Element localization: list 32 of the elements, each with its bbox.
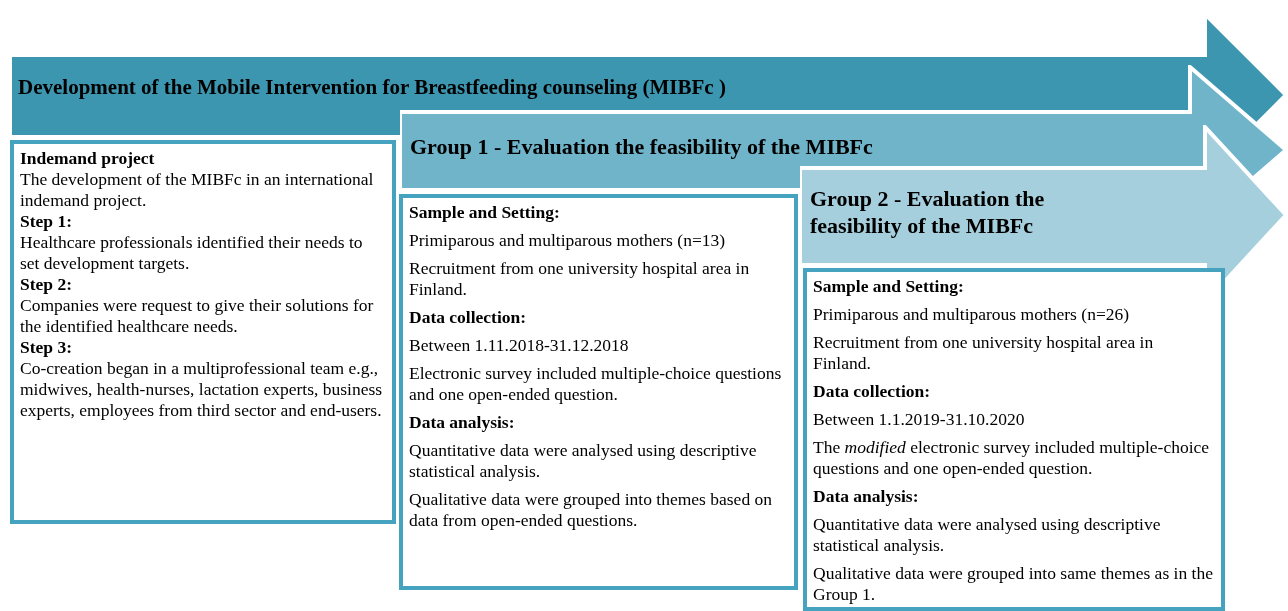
section-heading: Step 1: — [20, 211, 73, 232]
body-text: Electronic survey included multiple-choice questions and one open-ended question. — [409, 363, 783, 405]
section-heading: Data analysis: — [409, 412, 516, 433]
heading-text: Development of the Mobile Intervention for Breastfeeding counseling (MIBFc ) — [18, 74, 726, 101]
body-text: Between 1.1.2019-31.10.2020 — [813, 409, 1026, 430]
section-heading: Step 2: — [20, 274, 73, 295]
section-heading: Sample and Setting: — [409, 202, 561, 223]
body-text: The modified electronic survey included multiple-choice questions and one open-ended question. — [813, 437, 1211, 479]
body-text: Recruitment from one university hospital area in Finland. — [409, 258, 751, 300]
heading-text: Group 2 - Evaluation the feasibility of the MIBFc — [810, 185, 1046, 239]
body-text: Recruitment from one university hospital area in Finland. — [813, 332, 1155, 374]
body-text: The development of the MIBFc in an international indemand project. — [20, 169, 375, 211]
body-text: Primiparous and multiparous mothers (n=13) — [409, 230, 727, 251]
body-text: Between 1.11.2018-31.12.2018 — [409, 335, 630, 356]
text-panel — [10, 140, 396, 524]
body-text: Quantitative data were analysed using descriptive statistical analysis. — [409, 440, 758, 482]
body-text: Primiparous and multiparous mothers (n=26) — [813, 304, 1131, 325]
body-text: Qualitative data were grouped into themes based on data from open-ended questions. — [409, 489, 773, 531]
text-panel — [399, 194, 798, 590]
heading-text: Group 1 - Evaluation the feasibility of the MIBFc — [410, 133, 873, 160]
body-text: Companies were request to give their solutions for the identified healthcare needs. — [20, 295, 375, 337]
section-heading: Data analysis: — [813, 486, 920, 507]
section-heading: Step 3: — [20, 337, 73, 358]
section-heading: Indemand project — [20, 148, 156, 169]
body-text: Quantitative data were analysed using descriptive statistical analysis. — [813, 514, 1162, 556]
section-heading: Data collection: — [813, 381, 932, 402]
text-panel — [803, 268, 1225, 611]
body-text: Healthcare professionals identified their needs to set development targets. — [20, 232, 364, 274]
section-heading: Data collection: — [409, 307, 528, 328]
body-text: Qualitative data were grouped into same themes as in the Group 1. — [813, 563, 1214, 605]
body-text: Co-creation began in a multiprofessional team e.g., midwives, health-nurses, lactation experts, business experts, employees from third sector and end-users. — [20, 358, 384, 421]
section-heading: Sample and Setting: — [813, 276, 965, 297]
